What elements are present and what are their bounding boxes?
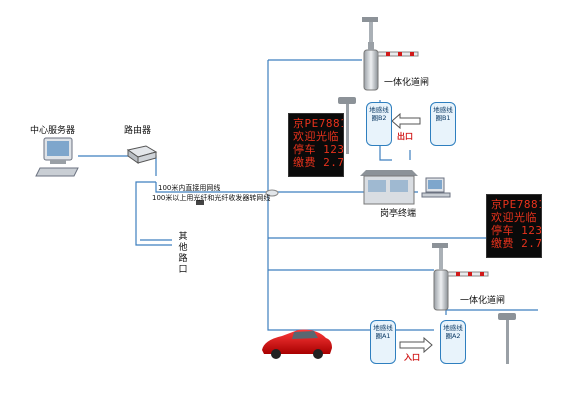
loop-a1 [370,320,396,364]
server-label: 中心服务器 [30,126,76,136]
loop-a2 [440,320,466,364]
cable-note-1: 100米内直接用网线 [158,184,221,192]
loop-b2-label: 地感线圈B2 [369,106,389,122]
barrier-bottom-icon [432,243,489,311]
entrance-arrow-icon [399,336,433,354]
server-icon [35,137,79,177]
router-label: 路由器 [124,126,152,136]
barrier-bottom-label: 一体化道闸 [460,296,506,306]
exit-label: 出口 [397,132,413,141]
camera-pole-bottom-icon [498,313,516,364]
car-icon [262,329,332,359]
led-right-line-2: 欢迎光临 [491,211,537,224]
loop-a1-label: 地感线圈A1 [373,324,393,340]
led-top-line-1: 京PE7881 [293,117,344,130]
led-top-line-4: 缴费 2.7 [293,156,344,169]
router-icon [126,145,158,164]
exit-arrow-icon [391,112,421,130]
other-port-label: 其他路口 [178,232,188,275]
barrier-top-icon [362,17,419,91]
led-top-line-2: 欢迎光临 [293,130,339,143]
transceiver-icon [196,200,204,205]
led-right-line-3: 停车 123 [491,224,542,237]
loop-b1 [430,102,456,146]
loop-b1-label: 地感线圈B1 [433,106,453,122]
cable-note-2: 100米以上用光纤和光纤收发器转网线 [152,194,271,202]
booth-icon [360,170,418,205]
booth-terminal-icon [421,177,451,198]
camera-pole-top-icon [338,97,356,154]
barrier-top-label: 一体化道闸 [384,78,430,88]
led-right-line-1: 京PE7881 [491,198,542,211]
loop-b2 [366,102,392,146]
entrance-label: 入口 [404,353,420,362]
loop-a2-label: 地感线圈A2 [443,324,463,340]
led-right-line-4: 缴费 2.7 [491,237,542,250]
led-display-right: 京PE7881 欢迎光临 停车 123 缴费 2.7 [486,194,542,258]
booth-label: 岗亭终端 [380,209,417,219]
led-display-top: 京PE7881 欢迎光临 停车 123 缴费 2.7 [288,113,344,177]
led-top-line-3: 停车 123 [293,143,344,156]
